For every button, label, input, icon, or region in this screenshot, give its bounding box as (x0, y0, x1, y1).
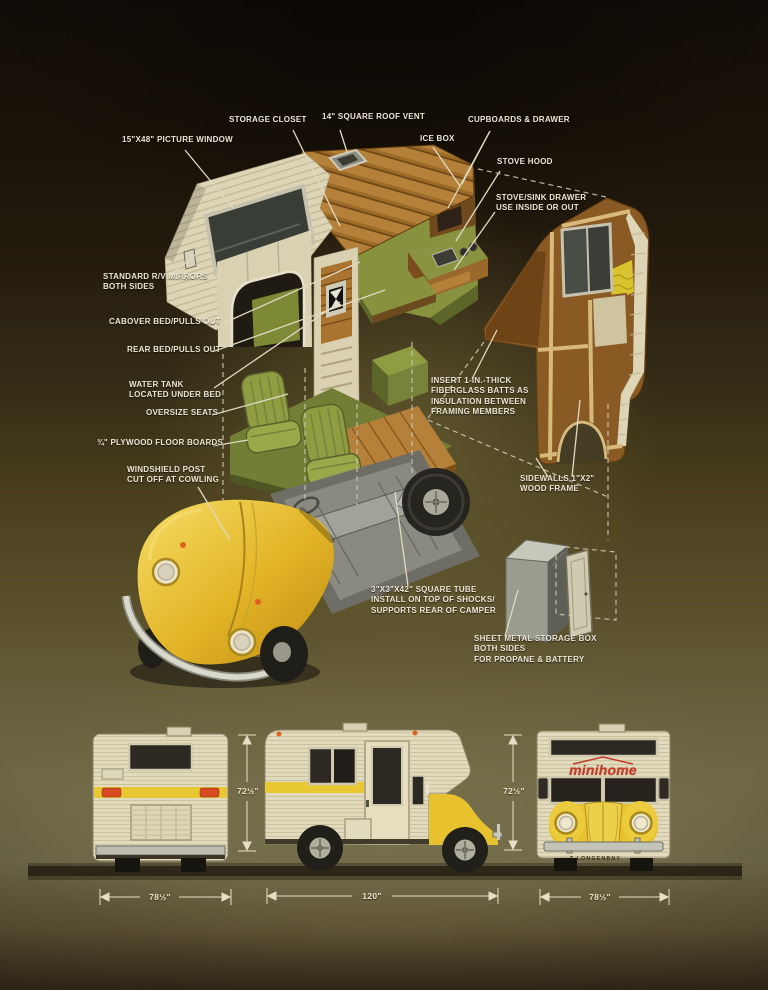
storage-box-door (565, 549, 593, 639)
rear-stripe (94, 787, 227, 798)
rear-bumper (95, 845, 226, 856)
beetle-front-end (121, 499, 335, 688)
leader-lines (169, 129, 581, 637)
beetle-face (549, 801, 658, 846)
cabover-window (548, 737, 659, 758)
dimension-lines (99, 734, 670, 905)
dim-height-right: 72½" (503, 786, 525, 796)
callout-roof-vent: 14" SQUARE ROOF VENT (322, 112, 426, 121)
dim-height-left: 72½" (237, 786, 259, 796)
rear-wheel (402, 468, 470, 536)
projection-dashed-lines (222, 168, 617, 621)
callout-rv-mirrors: STANDARD R/V MIRRORS BOTH SIDES (103, 272, 208, 292)
entry-door (364, 740, 410, 845)
dinette-seat-cube (372, 346, 428, 406)
callout-sidewalls: SIDEWALLS 1"X2" WOOD FRAME (520, 474, 595, 494)
kitchen-counter (408, 232, 488, 298)
callout-windshield-post: WINDSHIELD POST CUT OFF AT COWLING (127, 465, 220, 485)
headlight (629, 811, 653, 835)
side-mirror (658, 777, 670, 800)
callout-plywood-floor: ¾" PLYWOOD FLOOR BOARDS (97, 438, 224, 447)
callout-oversize-seats: OVERSIZE SEATS (146, 408, 219, 417)
callout-storage-closet: STORAGE CLOSET (229, 115, 307, 124)
ground-line (28, 863, 742, 880)
logo-roofline (572, 756, 634, 765)
headlight (554, 811, 578, 835)
dim-front-width: 78½" (589, 892, 611, 902)
side-stripe (265, 782, 365, 793)
callout-cabover-bed: CABOVER BED/PULLS OUT (109, 317, 221, 326)
callout-storage-box: SHEET METAL STORAGE BOX BOTH SIDES FOR P… (474, 634, 597, 664)
callout-insulation: INSERT 1-IN.-THICK FIBERGLASS BATTS AS I… (431, 376, 529, 417)
beetle-fender-side (429, 794, 498, 845)
tail-light (101, 787, 122, 798)
louver-vent (130, 804, 192, 841)
callout-picture-window: 15"X48" PICTURE WINDOW (122, 135, 233, 144)
sidewall-frame (483, 197, 650, 465)
bucket-seat (240, 370, 302, 454)
front-bumper (543, 841, 664, 852)
roof-vent-shape (328, 148, 368, 172)
callout-square-tube: 3"X3"X42" SQUARE TUBE INSTALL ON TOP OF … (371, 585, 496, 615)
callout-stove-sink-drawer: STOVE/SINK DRAWER USE INSIDE OR OUT (496, 193, 587, 213)
callout-ice-box: ICE BOX (420, 134, 455, 143)
rear-bed-slab (360, 276, 436, 324)
door-column (313, 246, 360, 411)
storage-boxes (504, 539, 593, 643)
dim-rear-width: 78½" (149, 892, 171, 902)
side-wheels (297, 825, 488, 873)
rear-window (127, 742, 194, 772)
callout-water-tank: WATER TANK LOCATED UNDER BED (129, 380, 222, 400)
illustrator-signature: T.LONGENBNY (570, 856, 622, 862)
minihome-logo: minihome (569, 762, 637, 778)
dim-side-length: 120" (362, 891, 382, 901)
side-view (264, 722, 503, 873)
rear-view (92, 726, 229, 872)
callout-stove-hood: STOVE HOOD (497, 157, 553, 166)
camper-body-cutaway (164, 144, 488, 411)
callout-cupboards-drawer: CUPBOARDS & DRAWER (468, 115, 570, 124)
beetle-chassis (121, 450, 480, 688)
fiberglass-batt (610, 260, 634, 302)
front-view (536, 723, 671, 871)
tail-light (199, 787, 220, 798)
callout-rear-bed: REAR BED/PULLS OUT (127, 345, 221, 354)
side-mirror (537, 777, 549, 800)
